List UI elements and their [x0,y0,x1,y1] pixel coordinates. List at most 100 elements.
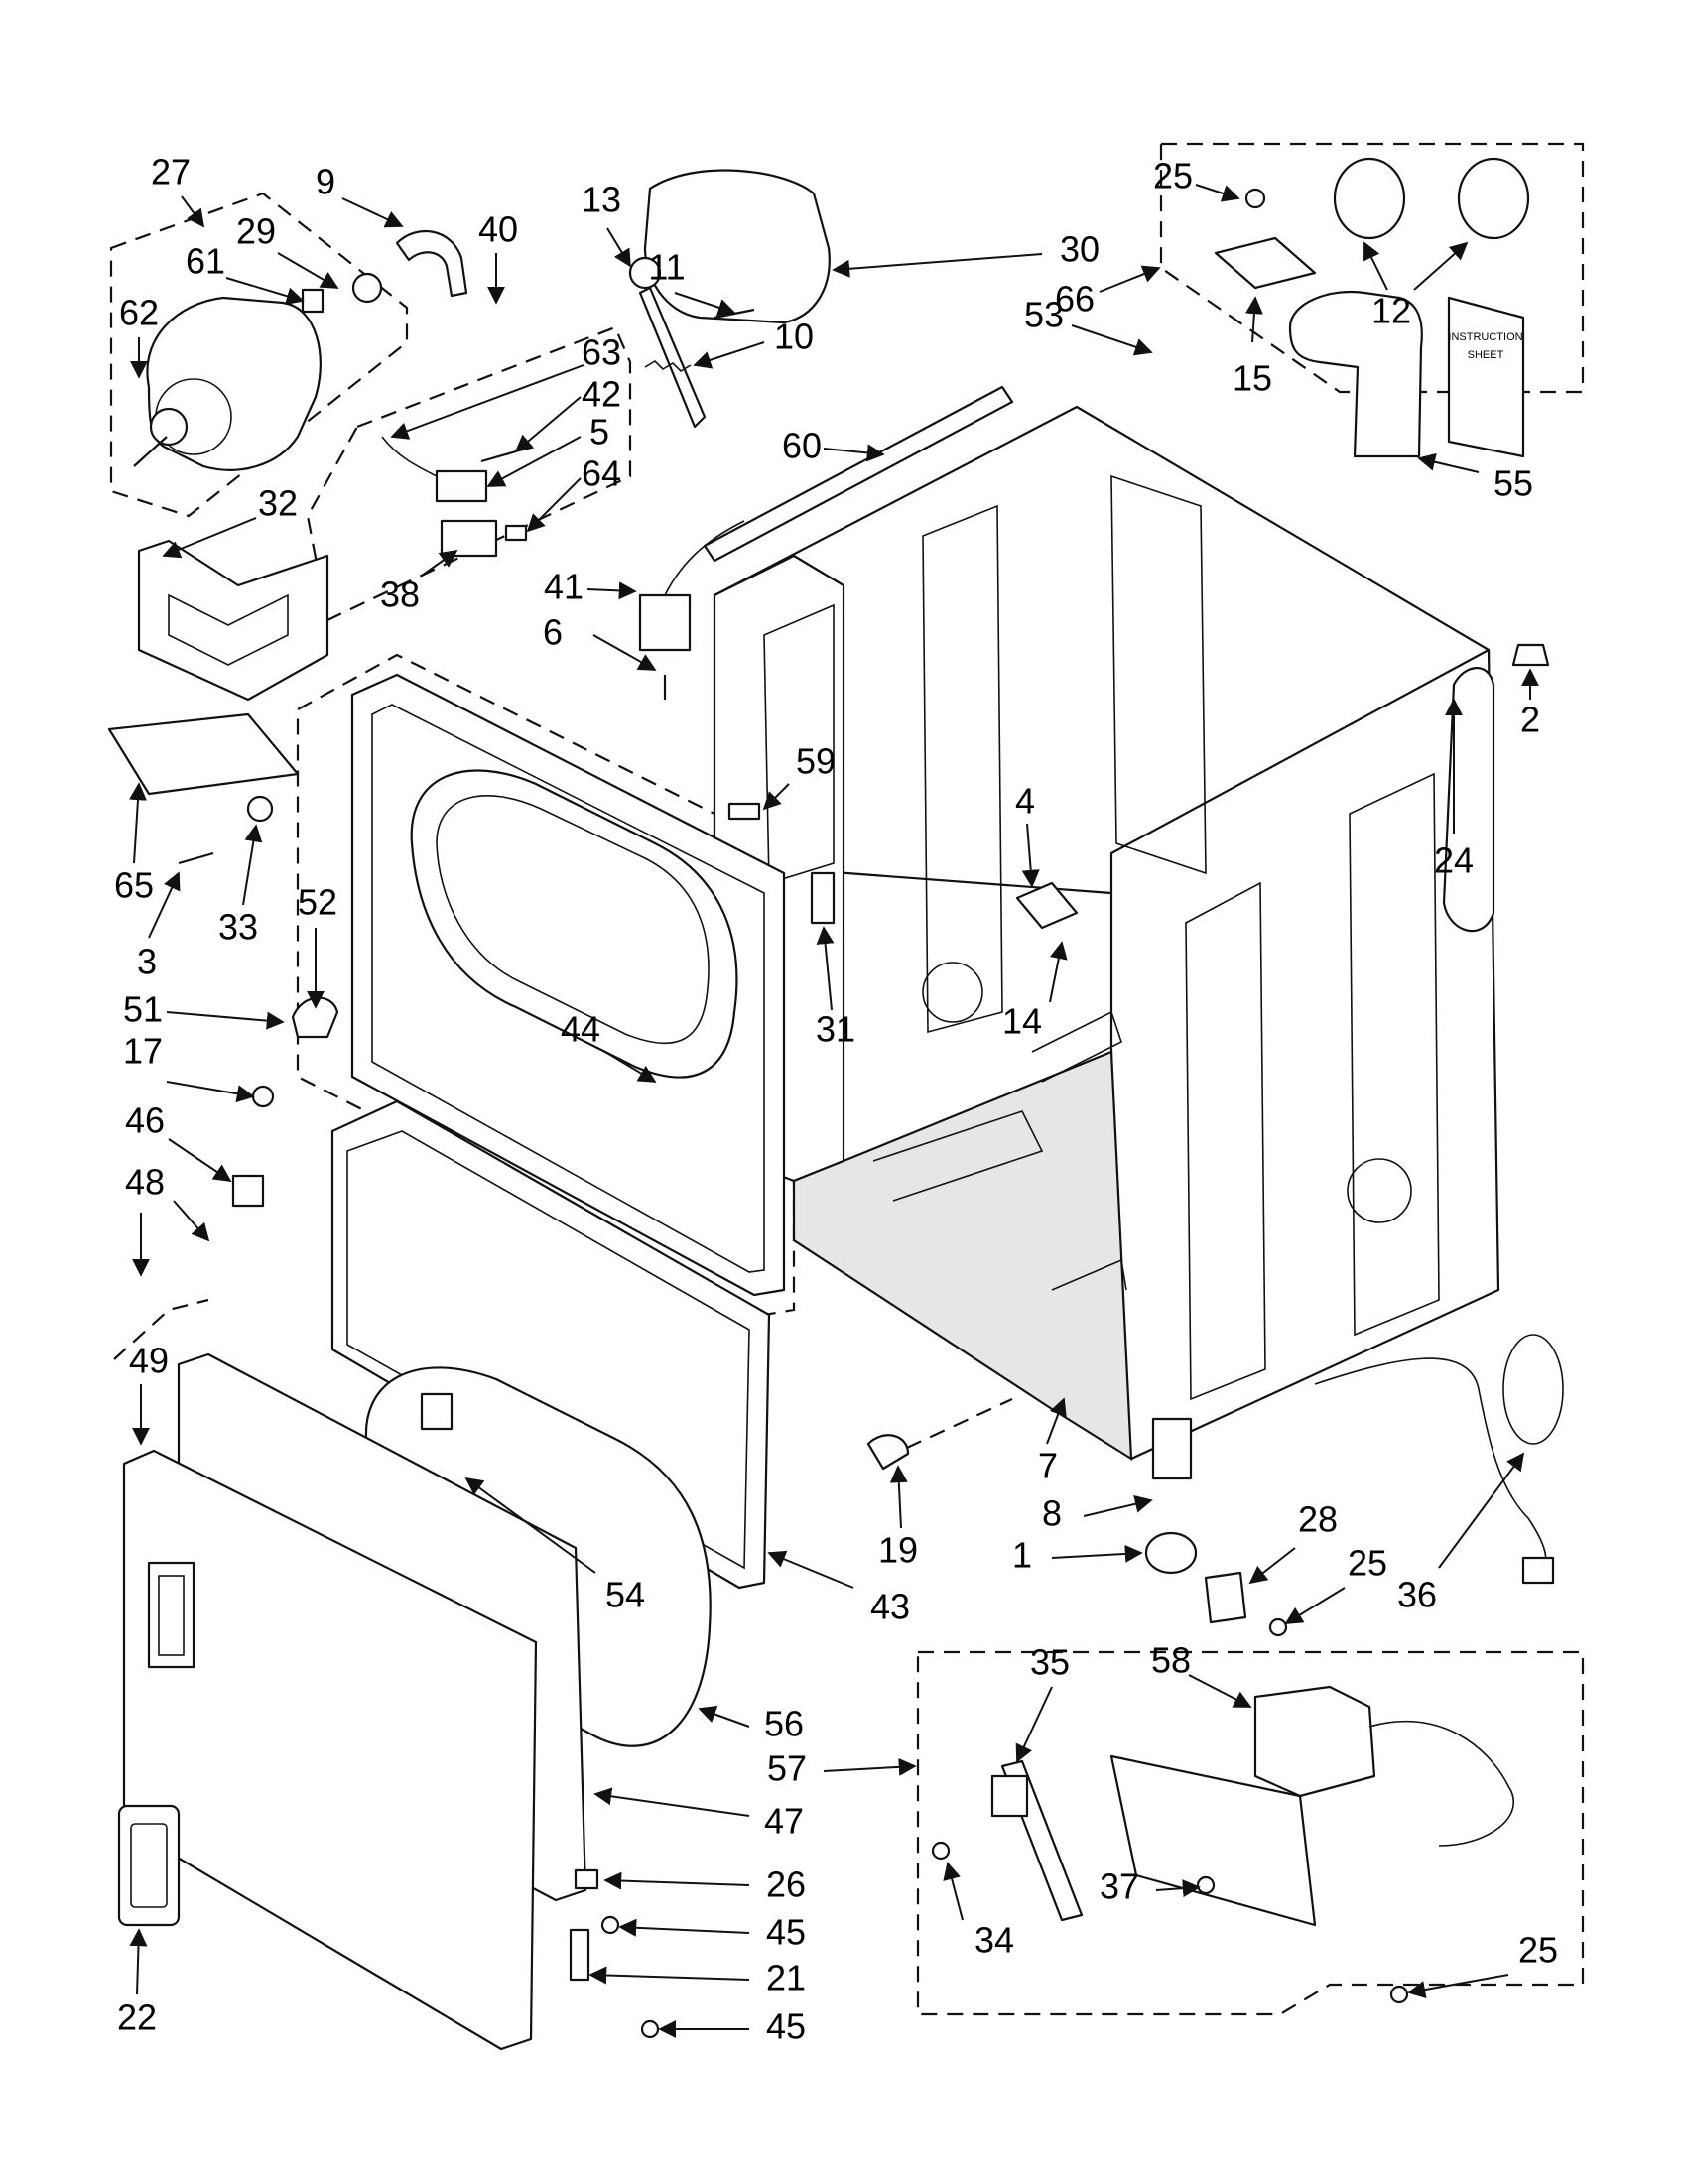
gas-valve [1253,1685,1376,1798]
callout-47: 47 [764,1801,804,1842]
cabinet-base [792,1050,1133,1462]
callout-31: 31 [816,1009,855,1050]
leader-27 [181,195,205,228]
callout-36: 36 [1397,1575,1437,1615]
idler-pulley [628,256,662,290]
leader-46 [168,1138,232,1183]
callout-57: 57 [767,1748,807,1789]
leader-33 [242,824,263,906]
front-screw [178,851,214,865]
motor-pulley [149,407,189,447]
motor-pulley-nut [351,272,383,304]
leader-54 [464,1477,596,1574]
base-rib-1 [872,1110,1044,1202]
leader-35 [1015,1686,1053,1763]
leader-38 [421,549,458,577]
callout-45a: 45 [766,1912,806,1953]
motor-group-outline [109,192,409,518]
switch-group-outline [306,325,632,622]
callout-66: 66 [1055,279,1095,320]
leader-59 [762,783,790,811]
callout-56: 56 [764,1704,804,1744]
rear-access-panel [1442,667,1495,933]
leader-6 [592,634,657,671]
callout-65: 65 [114,865,154,906]
door-opening-inner [436,795,710,1045]
top-rail-parts [638,385,1014,700]
leader-11 [674,292,736,317]
callout-3: 3 [137,942,157,982]
callout-48: 48 [125,1162,165,1203]
callout-14: 14 [1002,1001,1042,1042]
callout-28: 28 [1298,1499,1338,1540]
callout-55: 55 [1493,463,1533,504]
valve-wiring [1368,1721,1515,1847]
leader-58 [1188,1674,1252,1708]
ignitor-screw [931,1841,951,1861]
leader-28 [1248,1547,1296,1585]
belt-idler-parts [628,169,831,429]
callout-22: 22 [117,1997,157,2038]
callout-54: 54 [605,1575,645,1615]
callout-1: 1 [1012,1535,1032,1576]
gas-valve-parts [931,1685,1515,2004]
callout-45b: 45 [766,2006,806,2047]
callout-32: 32 [258,483,298,524]
leader-56 [698,1706,750,1728]
manual-subtitle: SHEET [1468,349,1504,361]
callout-11: 11 [648,247,685,288]
bulkhead-inner-frame [371,704,765,1273]
callout-19: 19 [878,1530,918,1571]
callout-51: 51 [123,989,163,1030]
leader-36 [1438,1452,1525,1569]
leader-32 [162,517,257,559]
leader-51 [166,1011,285,1030]
leader-61 [225,277,305,305]
motor-mount [137,539,329,702]
door-switch [435,469,488,503]
leader-29 [277,252,339,289]
callout-labels: 27 9 29 61 40 62 13 11 30 10 63 42 5 64 … [114,152,1558,2047]
switch-bracket [440,519,498,558]
motor-mount-cradle [168,593,289,666]
leader-25b [1284,1587,1346,1624]
sensor-wires [664,520,745,596]
callout-44: 44 [561,1009,600,1050]
leg-dash [882,1398,1013,1460]
leveling-leg [1151,1417,1193,1480]
idler-arm [638,286,707,429]
leader-7 [1046,1397,1067,1445]
callout-8: 8 [1042,1493,1062,1534]
door-window-inner [158,1575,185,1656]
base-rib-2 [1031,1010,1122,1083]
leader-26 [603,1871,750,1890]
leader-63 [390,364,584,440]
washer [246,795,274,823]
base-rib-3 [1051,1258,1127,1291]
callout-26: 26 [766,1864,806,1905]
leader-44 [604,1051,657,1083]
callout-62: 62 [119,293,159,333]
leader-9 [341,197,404,228]
door-window-recess [147,1561,195,1669]
leader-60 [823,444,885,462]
instruction-sheet [1447,296,1525,458]
leader-48b [173,1200,210,1242]
callout-63: 63 [582,332,621,373]
drive-belt [643,169,831,324]
plug-button [1511,643,1550,667]
callout-12: 12 [1371,291,1411,331]
leg-foot [1144,1531,1198,1575]
leader-3 [148,871,181,939]
switch-connector [504,524,528,542]
cabinet [713,405,1500,1462]
cabinet-hole-2 [1347,1158,1412,1223]
callout-59: 59 [796,741,836,782]
console-panel [330,1099,771,1590]
leader-37 [1155,1879,1201,1898]
leader-42 [514,396,582,453]
callout-25a: 25 [1153,156,1193,196]
callout-17: 17 [123,1031,163,1072]
leader-30 [832,253,1043,278]
